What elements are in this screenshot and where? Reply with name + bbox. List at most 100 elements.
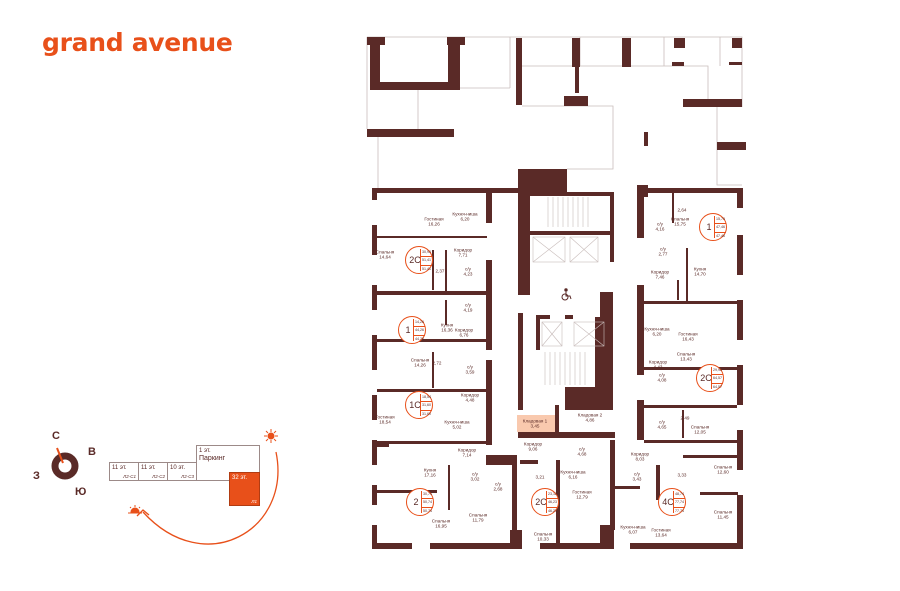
- room-area: 6,16: [568, 475, 578, 480]
- room-name: с/у: [579, 446, 585, 452]
- elevators-stairs: [532, 197, 605, 385]
- room-area: 3,45: [530, 424, 540, 429]
- room-name: с/у: [659, 372, 665, 378]
- section-l1-active[interactable]: 32 эт. Л1: [229, 472, 260, 506]
- apartment-area-value: 47,46: [716, 233, 725, 238]
- room-name: Коридор: [648, 359, 668, 365]
- apartment-area-value: 18,54: [421, 394, 432, 403]
- room-name: с/у: [495, 481, 501, 487]
- apartment-type: 2С: [409, 255, 421, 265]
- room-name: Коридор: [454, 327, 474, 333]
- section-l2-c1[interactable]: 11 эт. Л2-С1: [109, 462, 139, 481]
- room-area: 13,64: [655, 533, 667, 538]
- apartment-area-value: 14,26: [414, 319, 425, 328]
- apartment-area-value: 51,41: [422, 266, 431, 271]
- apartment-type: 4С: [662, 497, 674, 507]
- apartment-area-value: 48,74: [674, 491, 685, 500]
- section-floors: 32 эт.: [232, 475, 248, 481]
- room-area: 7,14: [462, 453, 472, 458]
- apartment-area-value: 31,60: [421, 402, 432, 411]
- room-name: Кладовая 1: [522, 418, 548, 424]
- apartment-area-value: 77,74: [674, 499, 685, 508]
- compass-north: С: [52, 430, 60, 442]
- compass-east: В: [88, 446, 96, 458]
- room-area: 3,21: [535, 474, 545, 480]
- room-area: 11,79: [472, 518, 484, 523]
- room-label: 3,33: [678, 472, 687, 477]
- room-area: 18,54: [379, 420, 391, 425]
- room-label: 2,72: [433, 360, 442, 365]
- parking-label: Паркинг: [199, 455, 226, 462]
- apartment-area-value: 50,74: [423, 508, 432, 513]
- apartment-area-value: 23,12: [547, 491, 558, 500]
- room-name: Гостиная: [651, 527, 671, 533]
- room-name: Коридор: [523, 441, 543, 447]
- apartment-area-value: 31,60: [422, 411, 431, 416]
- room-name: Коридор: [650, 269, 670, 275]
- room-area: 15,75: [674, 222, 686, 227]
- room-name: Кухня: [440, 322, 454, 328]
- room-name: Гостиная: [424, 216, 444, 222]
- room-name: Спальня: [431, 518, 451, 524]
- room-name: Коридор: [453, 247, 473, 253]
- room-area: 3,33: [677, 472, 687, 478]
- room-area: 12,05: [694, 430, 706, 435]
- apartment-area-value: 29,90: [712, 367, 723, 376]
- room-name: с/у: [660, 246, 666, 252]
- room-name: Кладовая 2: [577, 412, 603, 418]
- room-area: 3,02: [470, 477, 480, 482]
- apartment-area-value: 47,46: [715, 224, 726, 233]
- room-name: с/у: [659, 419, 665, 425]
- room-area: 10,33: [537, 537, 549, 542]
- room-area: 2,49: [680, 415, 690, 421]
- room-name: Спальня: [690, 424, 710, 430]
- room-name: с/у: [634, 471, 640, 477]
- room-area: 2,68: [493, 487, 503, 492]
- thin-outlines: [366, 36, 743, 190]
- wheelchair-icon: [561, 288, 572, 301]
- compass-south: Ю: [75, 486, 87, 498]
- room-area: 7,71: [458, 253, 468, 258]
- room-area: 6,76: [459, 333, 469, 338]
- section-l2-c2[interactable]: 11 эт. Л2-С2: [138, 462, 168, 481]
- apartment-type: 2С: [535, 497, 547, 507]
- section-l2-c3[interactable]: 10 эт. Л2-С3: [167, 462, 197, 481]
- room-area: 3,59: [465, 370, 475, 375]
- room-area: 11,45: [717, 515, 729, 520]
- room-name: с/у: [472, 471, 478, 477]
- room-name: Коридор: [630, 451, 650, 457]
- room-name: Спальня: [713, 464, 733, 470]
